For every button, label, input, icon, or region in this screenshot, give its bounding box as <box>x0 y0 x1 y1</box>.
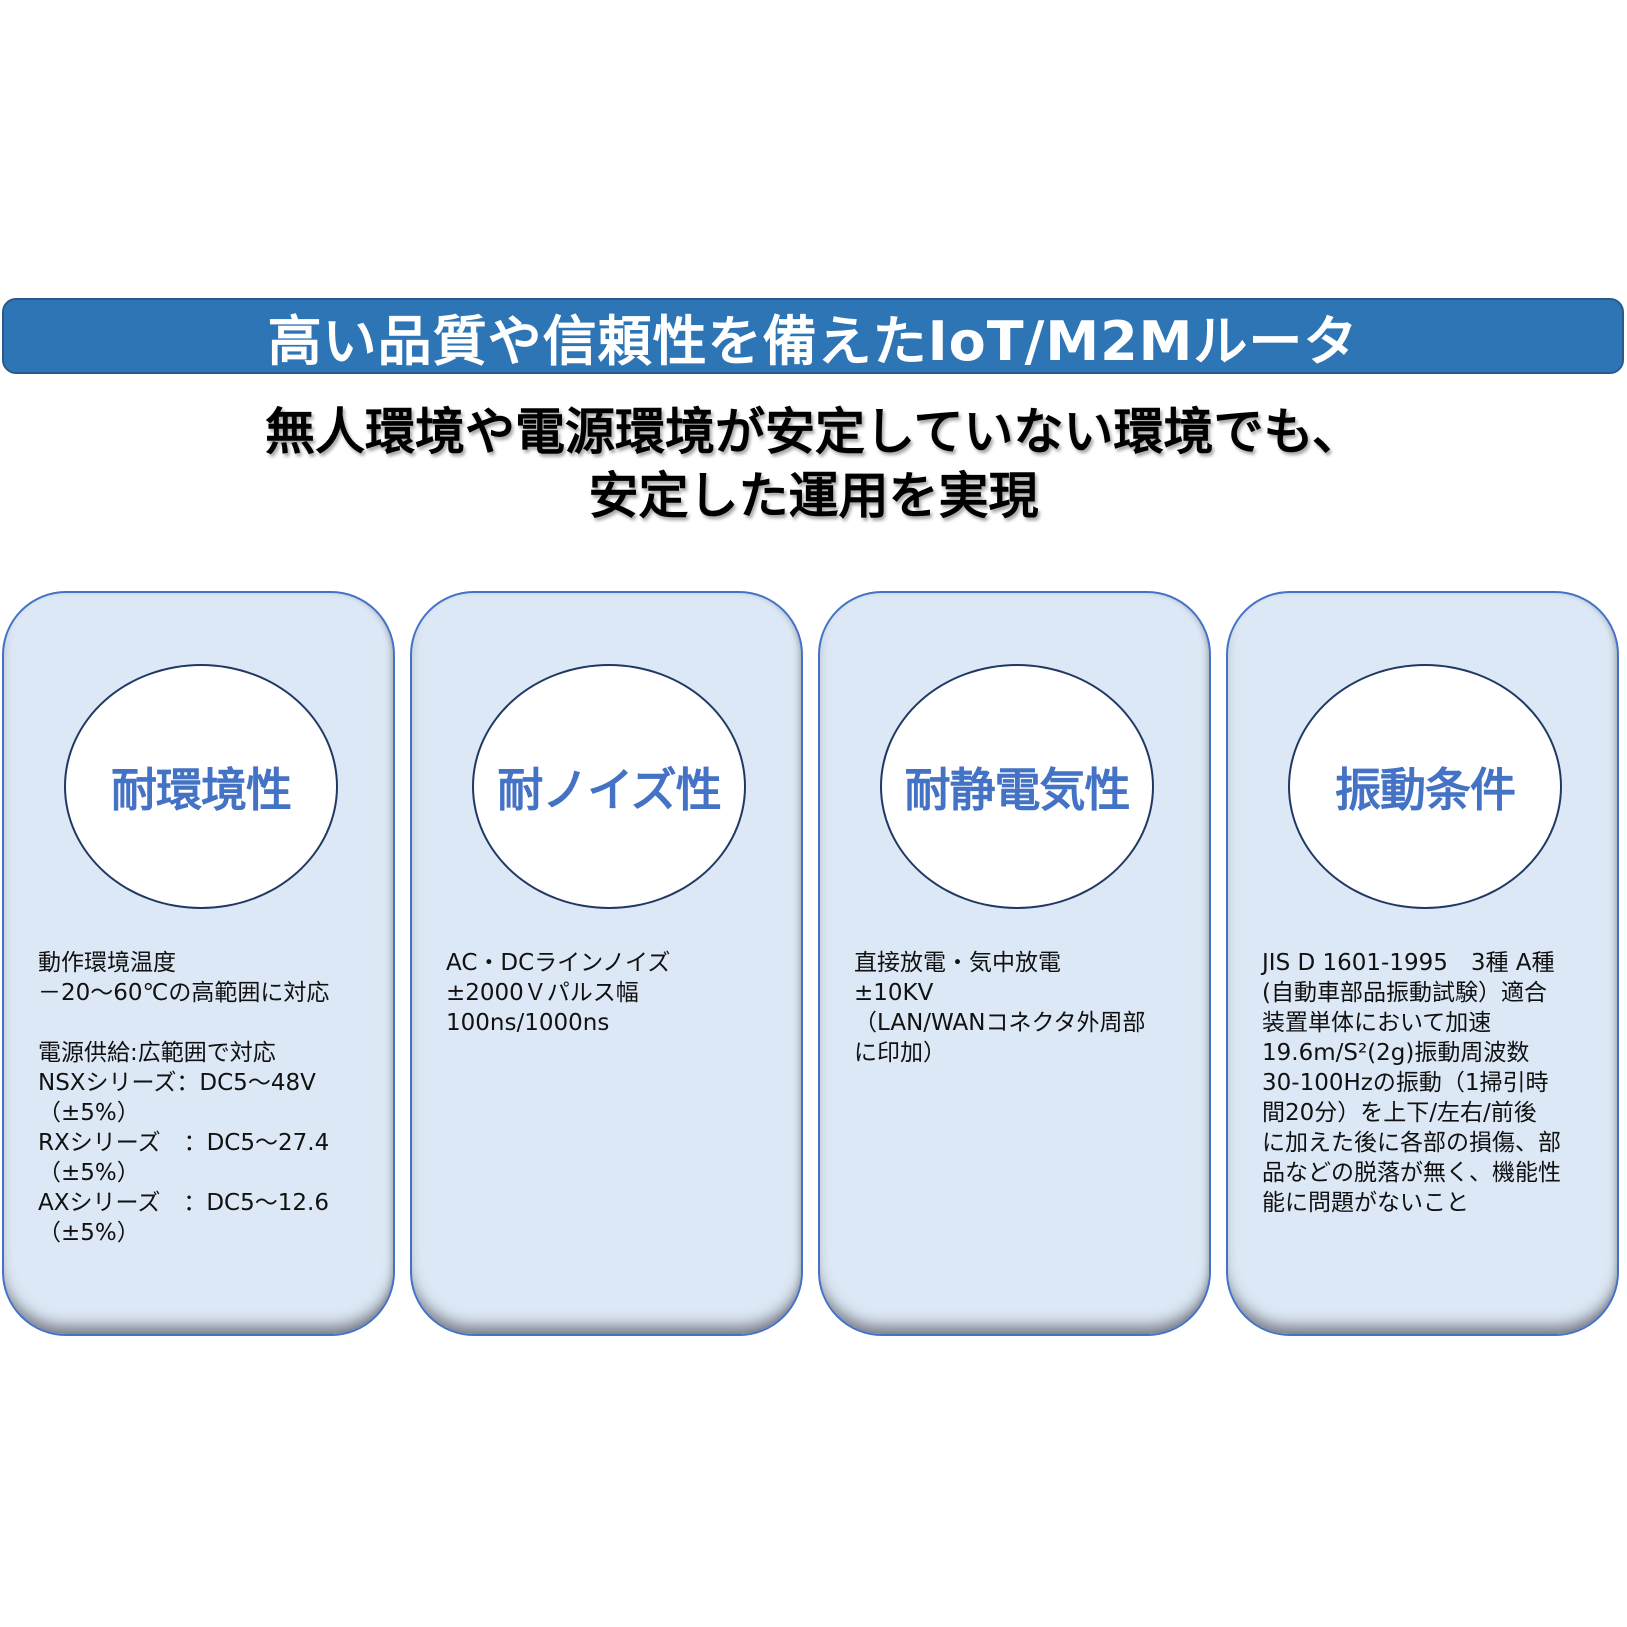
feature-description: JIS D 1601-1995 3種 A種 (自動車部品振動試験）適合 装置単体… <box>1262 948 1599 1218</box>
feature-card-vibration: 振動条件 JIS D 1601-1995 3種 A種 (自動車部品振動試験）適合… <box>1226 591 1619 1336</box>
description-line: ±2000Ｖパルス幅 <box>446 980 639 1006</box>
feature-heading: 振動条件 <box>1335 762 1516 817</box>
feature-heading: 耐環境性 <box>111 762 292 817</box>
subtitle-line-1: 無人環境や電源環境が安定していない環境でも、 <box>265 403 1362 461</box>
feature-description: 直接放電・気中放電 ±10KV （LAN/WANコネクタ外周部 に印加） <box>854 948 1191 1068</box>
feature-ellipse: 耐ノイズ性 <box>472 664 746 909</box>
feature-card-noise: 耐ノイズ性 AC・DCラインノイズ ±2000Ｖパルス幅 100ns/1000n… <box>410 591 803 1336</box>
description-line: －20～60℃の高範囲に対応 <box>38 980 330 1006</box>
feature-heading: 耐ノイズ性 <box>497 762 722 817</box>
description-line: （±5%） <box>38 1160 140 1186</box>
feature-heading: 耐静電気性 <box>904 762 1131 817</box>
description-line: 100ns/1000ns <box>446 1010 610 1036</box>
description-line: 19.6m/S²(2g)振動周波数 <box>1262 1040 1530 1066</box>
feature-ellipse: 耐環境性 <box>64 664 338 909</box>
feature-card-static: 耐静電気性 直接放電・気中放電 ±10KV （LAN/WANコネクタ外周部 に印… <box>818 591 1211 1336</box>
description-line: RXシリーズ ：DC5～27.4 <box>38 1130 330 1156</box>
description-line: NSXシリーズ：DC5～48V <box>38 1070 316 1096</box>
feature-ellipse: 振動条件 <box>1288 664 1562 909</box>
feature-card-environment: 耐環境性 動作環境温度 －20～60℃の高範囲に対応 電源供給:広範囲で対応 N… <box>2 591 395 1336</box>
description-line: 直接放電・気中放電 <box>854 950 1061 976</box>
description-line: JIS D 1601-1995 3種 A種 <box>1262 950 1555 976</box>
feature-description: 動作環境温度 －20～60℃の高範囲に対応 電源供給:広範囲で対応 NSXシリー… <box>38 948 375 1248</box>
description-line: （±5%） <box>38 1100 140 1126</box>
subtitle: 無人環境や電源環境が安定していない環境でも、 安定した運用を実現 <box>0 400 1627 528</box>
description-line: AXシリーズ ：DC5～12.6 <box>38 1190 329 1216</box>
description-line: ±10KV <box>854 980 934 1006</box>
description-line: （LAN/WANコネクタ外周部 <box>854 1010 1146 1036</box>
description-line: 装置単体において加速 <box>1262 1010 1492 1036</box>
description-line: 30-100Hzの振動（1掃引時 <box>1262 1070 1549 1096</box>
description-line: に印加） <box>854 1040 946 1066</box>
description-line: 動作環境温度 <box>38 950 176 976</box>
page-title: 高い品質や信頼性を備えたIoT/M2Mルータ <box>267 309 1359 373</box>
description-line <box>38 1008 375 1038</box>
description-line: 電源供給:広範囲で対応 <box>38 1040 276 1066</box>
title-banner: 高い品質や信頼性を備えたIoT/M2Mルータ <box>2 298 1624 374</box>
description-line: に加えた後に各部の損傷、部 <box>1262 1130 1561 1156</box>
description-line: 能に問題がないこと <box>1262 1190 1469 1216</box>
feature-ellipse: 耐静電気性 <box>880 664 1154 909</box>
description-line: 品などの脱落が無く、機能性 <box>1262 1160 1561 1186</box>
description-line: 間20分）を上下/左右/前後 <box>1262 1100 1537 1126</box>
feature-description: AC・DCラインノイズ ±2000Ｖパルス幅 100ns/1000ns <box>446 948 783 1038</box>
description-line: AC・DCラインノイズ <box>446 950 671 976</box>
subtitle-line-2: 安定した運用を実現 <box>588 467 1039 525</box>
description-line: (自動車部品振動試験）適合 <box>1262 980 1547 1006</box>
description-line: （±5%） <box>38 1220 140 1246</box>
